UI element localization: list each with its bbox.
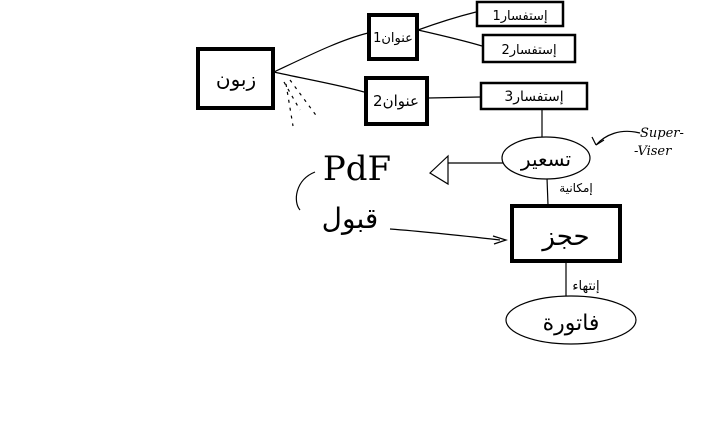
- edge-customer-title1: [273, 32, 369, 73]
- edge-title1-inquiry1: [417, 11, 477, 31]
- edge-title2-inquiry3: [427, 96, 481, 99]
- customer-label: زبون: [216, 67, 256, 91]
- supervisor-label-line1: Super-: [640, 126, 684, 141]
- inquiry1-label: إستفسار1: [492, 9, 547, 24]
- title1-box: [367, 13, 419, 61]
- pricing-ellipse: [501, 136, 591, 180]
- arrowhead-reservation: [492, 235, 508, 245]
- arrowhead-pdf: [429, 154, 449, 186]
- edge-acceptance-reservation: [389, 228, 501, 241]
- title2-label: عنوان2: [373, 92, 419, 110]
- acceptance-label: قبول: [322, 202, 379, 235]
- edge-title1-inquiry2: [417, 29, 483, 47]
- invoice-label: فاتورة: [543, 311, 600, 336]
- inquiry2-box: [481, 33, 577, 64]
- invoice-ellipse: [505, 295, 637, 345]
- completion-label: إنتهاء: [572, 279, 599, 294]
- availability-label: إمكانية: [559, 181, 592, 195]
- arrowhead-supervisor: [591, 136, 605, 146]
- inquiry2-label: إستفسار2: [501, 43, 556, 58]
- edge-pricing-reservation: [546, 177, 549, 206]
- inquiry1-box: [475, 0, 565, 28]
- title1-label: عنوان1: [373, 31, 413, 46]
- reservation-box: [510, 204, 622, 263]
- edge-customer-title2: [273, 71, 365, 93]
- title2-box: [364, 76, 429, 126]
- customer-dashes: [283, 79, 319, 127]
- pdf-label: PdF: [323, 149, 391, 189]
- reservation-label: حجز: [540, 222, 589, 252]
- supervisor-label-line2: -Viser: [634, 144, 672, 159]
- pdf-bracket: [295, 171, 316, 211]
- edge-supervisor-pricing: [595, 130, 641, 146]
- inquiry3-label: إستفسار3: [504, 89, 563, 105]
- customer-box: [196, 47, 275, 110]
- inquiry3-box: [479, 81, 589, 111]
- pricing-label: تسعير: [520, 147, 571, 171]
